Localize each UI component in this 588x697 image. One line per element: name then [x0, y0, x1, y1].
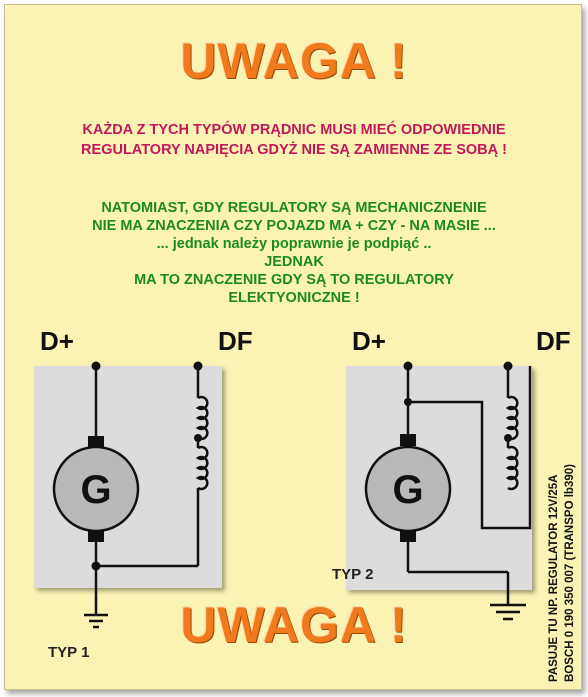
warning-line-2: REGULATORY NAPIĘCIA GDYŻ NIE SĄ ZAMIENNE… [81, 142, 507, 158]
title-top: UWAGA ! [180, 33, 408, 89]
typ2-brush-top [400, 434, 416, 446]
typ1-dplus-label: D+ [40, 326, 74, 356]
typ2-generator-label: G [392, 468, 423, 512]
warning-line-1: KAŻDA Z TYCH TYPÓW PRĄDNIC MUSI MIEĆ ODP… [82, 122, 506, 138]
typ1-brush-bottom [88, 530, 104, 542]
typ1-generator [52, 445, 140, 533]
title-bottom: UWAGA ! [180, 597, 408, 653]
typ2-label: TYP 2 [332, 566, 374, 583]
typ2-ground-symbol [490, 603, 526, 621]
typ2-field-coil [505, 366, 519, 491]
typ2-df-label: DF [536, 326, 571, 356]
typ1-label: TYP 1 [48, 644, 90, 661]
info-line-6: ELEKTYONICZNE ! [228, 290, 360, 306]
diagram-typ2: G [346, 361, 532, 621]
info-line-3: ... jednak należy poprawnie je podpiąć .… [156, 236, 432, 252]
typ2-dplus-label: D+ [352, 326, 386, 356]
typ2-brush-bottom [400, 530, 416, 542]
info-line-5: MA TO ZNACZENIE GDY SĄ TO REGULATORY [134, 272, 454, 288]
diagram-typ1: G [34, 361, 222, 629]
typ1-df-label: DF [218, 326, 253, 356]
typ1-ground-symbol [84, 613, 108, 629]
typ1-brush-top [88, 436, 104, 448]
info-line-1: NATOMIAST, GDY REGULATORY SĄ MECHANICZNE… [101, 200, 487, 216]
info-line-2: NIE MA ZNACZENIA CZY POJAZD MA + CZY - N… [92, 218, 496, 234]
regulator-note-line-2: BOSCH 0 190 350 007 (TRANSPO lb390) [564, 464, 576, 682]
info-line-4: JEDNAK [264, 254, 324, 270]
typ2-field-path [408, 366, 532, 530]
typ1-generator-label: G [80, 468, 111, 512]
typ2-generator [364, 445, 452, 533]
regulator-note-line-1: PASUJE TU NP. REGULATOR 12V/25A [548, 474, 560, 682]
regulator-note: PASUJE TU NP. REGULATOR 12V/25A BOSCH 0 … [546, 464, 578, 682]
